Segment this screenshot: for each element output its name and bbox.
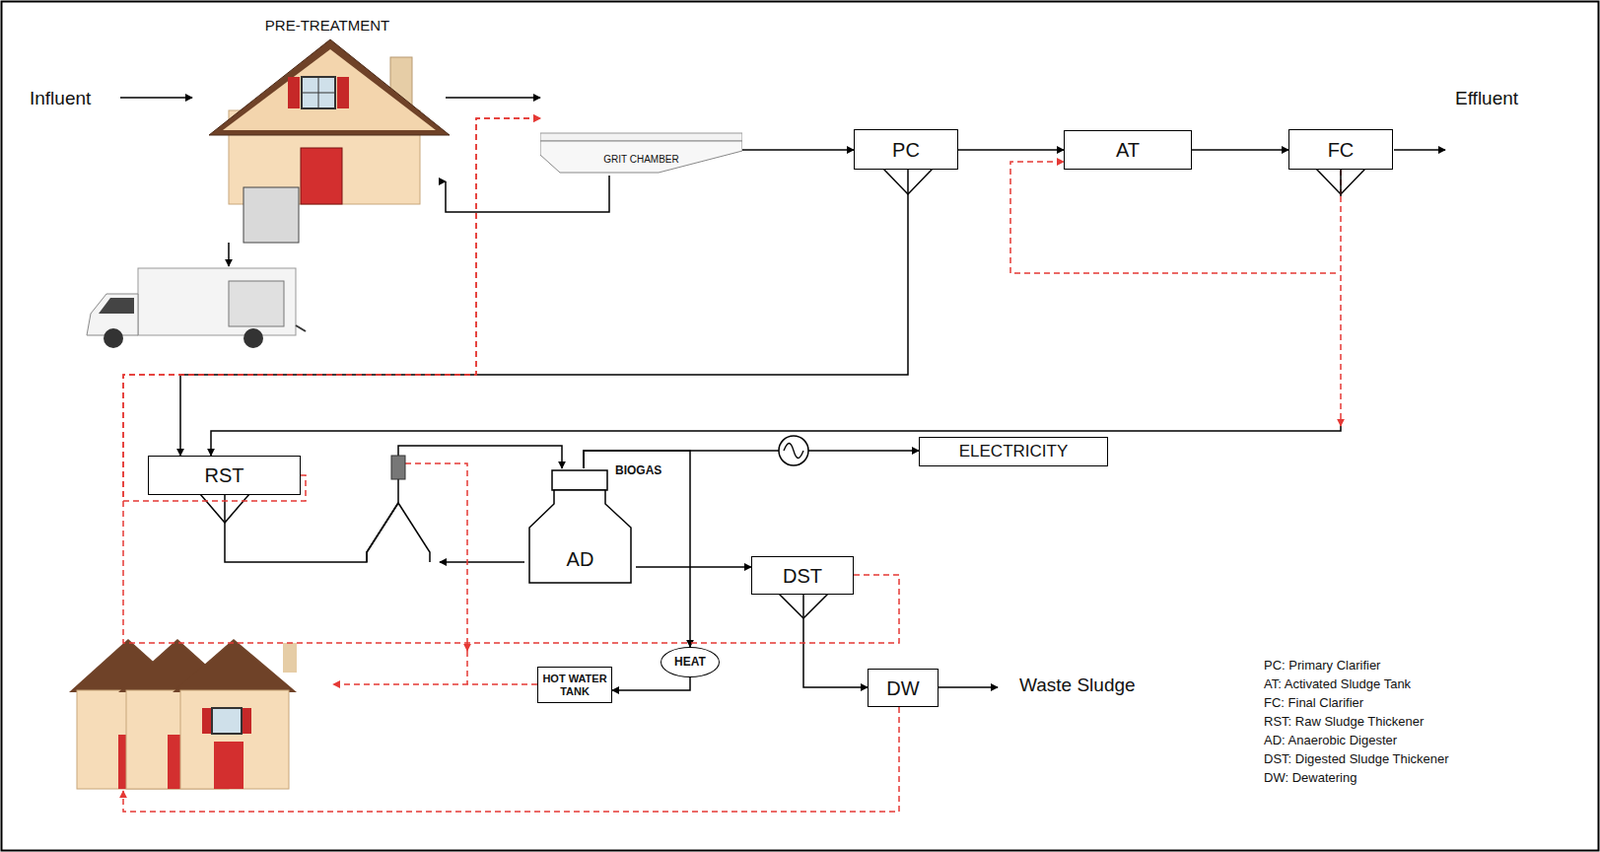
truck-illustration	[86, 242, 306, 348]
electricity-box: ELECTRICITY	[918, 436, 1109, 467]
flow-connector	[210, 169, 1341, 456]
node-label: DST	[782, 564, 823, 587]
generator-symbol	[778, 435, 809, 466]
node-label: GRIT CHAMBER	[603, 153, 680, 165]
flow-label: Influent	[29, 87, 91, 110]
flow-connector	[635, 565, 752, 568]
house-illustration	[208, 39, 450, 243]
abbreviation-note: PC: Primary Clarifier	[1263, 658, 1381, 674]
node-label: PC	[892, 139, 920, 161]
mask-line	[1338, 196, 1343, 426]
grit-chamber: GRIT CHAMBER	[540, 93, 743, 176]
abbreviation-note: RST: Raw Sludge Thickener	[1263, 714, 1424, 730]
flow-connector	[445, 96, 541, 99]
abbreviation-note: AT: Activated Sludge Tank	[1263, 677, 1411, 693]
abbreviation-note: AD: Anaerobic Digester	[1263, 733, 1397, 749]
node-label: HOT WATER TANK	[538, 672, 612, 696]
dewatering: DW	[867, 668, 939, 707]
flow-connector	[445, 175, 610, 212]
raw-sludge-thickener: RST	[147, 455, 301, 495]
node-label: HEAT	[674, 655, 706, 669]
splitter	[366, 502, 430, 562]
primary-clarifier: PC	[853, 129, 959, 170]
waste-activated-sludge-line	[1339, 196, 1342, 426]
node-label: DW	[886, 677, 919, 699]
heat-exchanger	[391, 455, 406, 480]
flow-label: Effluent	[1455, 87, 1519, 110]
hopper-triangles	[200, 168, 1366, 619]
recycle-lines	[123, 463, 900, 812]
activated-sludge-tank: AT	[1063, 130, 1192, 170]
node-label: FC	[1327, 139, 1355, 161]
node-label: AT	[1115, 139, 1140, 161]
generator-wave	[783, 443, 804, 459]
flow-connector	[958, 148, 1064, 151]
final-clarifier: FC	[1288, 129, 1393, 170]
digested-sludge-thickener: DST	[751, 556, 854, 595]
abbreviation-note: DW: Dewatering	[1263, 770, 1357, 786]
influent-arrow	[120, 96, 193, 99]
flow-connector	[742, 148, 854, 151]
waste-sludge-arrow	[938, 686, 998, 689]
abbreviation-note: FC: Final Clarifier	[1263, 695, 1364, 711]
anaerobic-digester: AD	[524, 468, 636, 584]
flow-connector	[612, 677, 691, 691]
gas-label: BIOGAS	[615, 464, 662, 479]
flow-connector	[803, 594, 868, 688]
node-label: RST	[205, 464, 245, 487]
hot-water-tank: HOT WATER TANK	[537, 666, 613, 703]
recycle-connector	[123, 118, 900, 643]
flow-connector	[1191, 148, 1289, 151]
recycle-connector	[1010, 161, 1341, 274]
heat-ellipse: HEAT	[660, 646, 720, 678]
abbreviation-note: DST: Digested Sludge Thickener	[1263, 752, 1450, 767]
node-label: ELECTRICITY	[959, 442, 1069, 462]
node-label: PRE-TREATMENT	[265, 17, 390, 35]
recycle-connector	[123, 118, 541, 501]
pretreatment-house: PRE-TREATMENT	[208, 17, 446, 206]
node-label: AD	[566, 548, 595, 570]
flow-label: Waste Sludge	[1019, 674, 1136, 696]
houses-illustration	[69, 638, 297, 789]
flow-connector	[180, 169, 908, 456]
effluent-arrow	[1393, 148, 1446, 151]
digester-return-line	[439, 560, 525, 563]
